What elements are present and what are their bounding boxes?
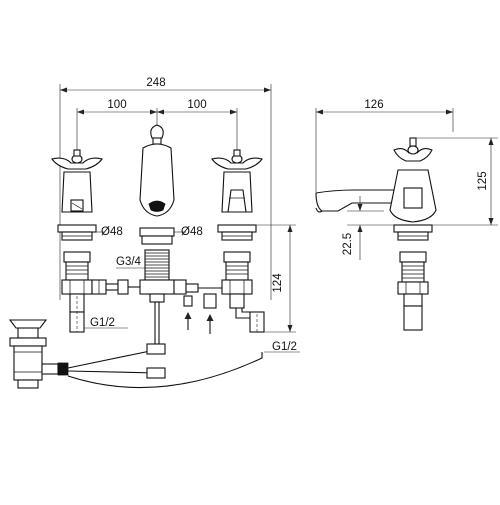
centre-spacing-right-label: 100 (187, 99, 206, 111)
spout-reach-label: 126 (364, 99, 383, 111)
dimension-spout-height: 22.5 (342, 196, 394, 260)
dimension-body-height: 124 (256, 224, 296, 333)
dimension-spout-reach: 126 (315, 99, 454, 192)
inlet-left-label: G1/2 (90, 317, 115, 329)
dimension-overall-height: 125 (416, 137, 498, 226)
handle-right-diameter-label: Ø48 (181, 226, 203, 238)
overall-width-label: 248 (146, 77, 165, 89)
spout-connection-label: G3/4 (116, 256, 142, 268)
centre-spacing-left-label: 100 (107, 99, 126, 111)
pop-up-waste (8, 319, 263, 389)
front-view-labels: Ø48 Ø48 G3/4 G1/2 G1/2 (84, 226, 300, 353)
overall-height-label: 125 (477, 171, 489, 190)
side-view (315, 137, 437, 331)
right-valve (211, 149, 265, 333)
handle-left-diameter-label: Ø48 (101, 226, 123, 238)
body-height-label: 124 (272, 273, 284, 293)
dimension-centre-spacing: 100 100 (76, 99, 238, 160)
inlet-right-label: G1/2 (272, 341, 297, 353)
connecting-pipework (91, 279, 222, 334)
spout-height-label: 22.5 (342, 233, 354, 255)
left-valve (51, 149, 103, 333)
centre-spout (139, 124, 175, 351)
dimension-overall-width: 248 (59, 77, 272, 300)
